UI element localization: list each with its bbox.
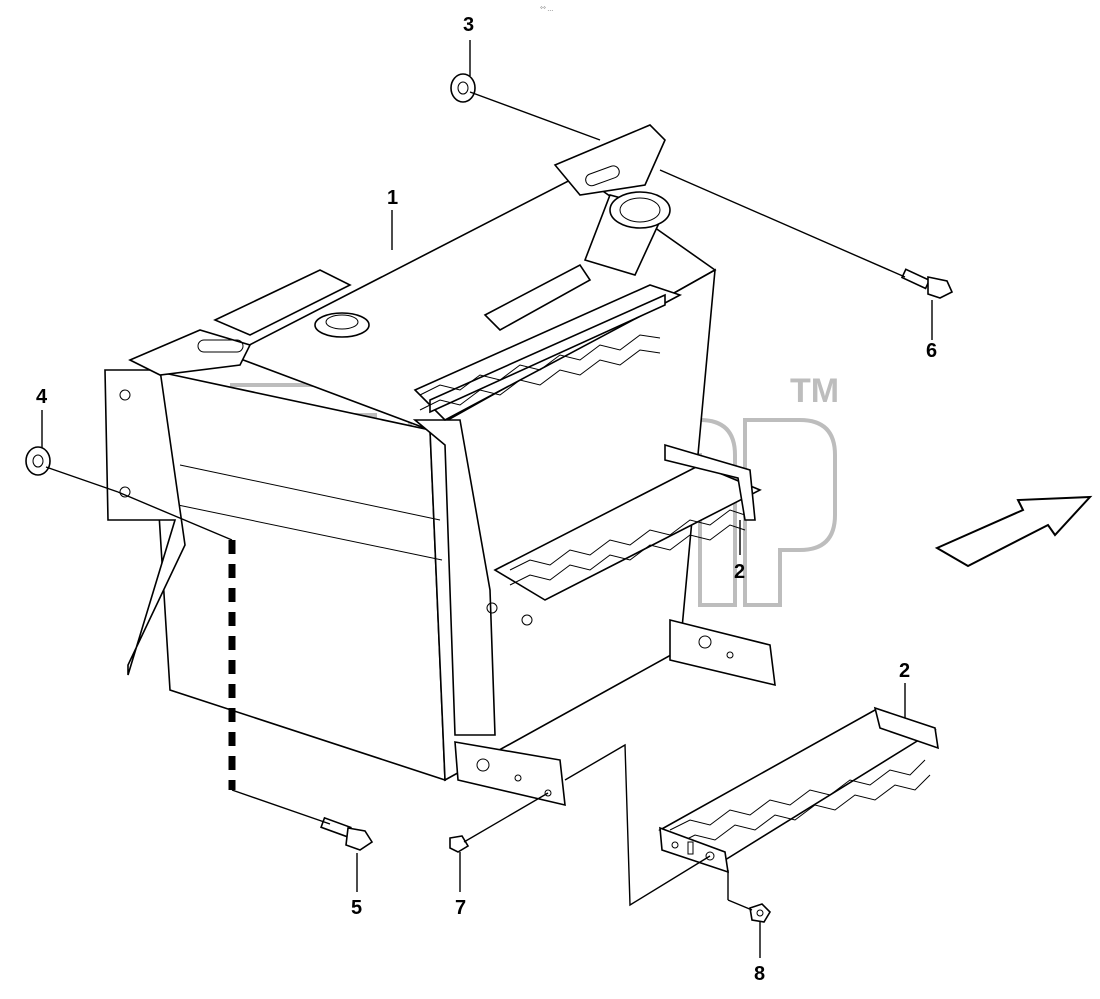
flange-bolt-6: [900, 268, 954, 299]
front-direction-arrow-icon: [934, 495, 1093, 568]
callout-4: 4: [36, 386, 48, 408]
callout-8: 8: [754, 963, 765, 985]
callout-3: 3: [463, 14, 474, 36]
spacer-bushing-4: [25, 446, 51, 476]
loose-step-grating: [658, 706, 939, 874]
callout-6: 6: [926, 340, 937, 362]
nut-8: [749, 903, 772, 923]
upper-step-grating: [413, 284, 683, 421]
filler-neck: [583, 191, 671, 276]
watermark-tm: TM: [790, 372, 839, 410]
callout-1: 1: [387, 187, 398, 209]
spacer-bushing-3: [450, 73, 476, 103]
corner-mark: °° …: [540, 6, 553, 13]
callout-2a: 2: [734, 561, 745, 583]
callout-2b: 2: [899, 660, 910, 682]
middle-step-grating: [493, 443, 762, 601]
fuel-tank-body: [104, 124, 776, 807]
callout-7: 7: [455, 897, 466, 919]
leader-lines: [41, 40, 933, 958]
bolt-7: [449, 835, 470, 853]
flange-bolt-5: [320, 816, 374, 851]
callout-5: 5: [351, 897, 362, 919]
